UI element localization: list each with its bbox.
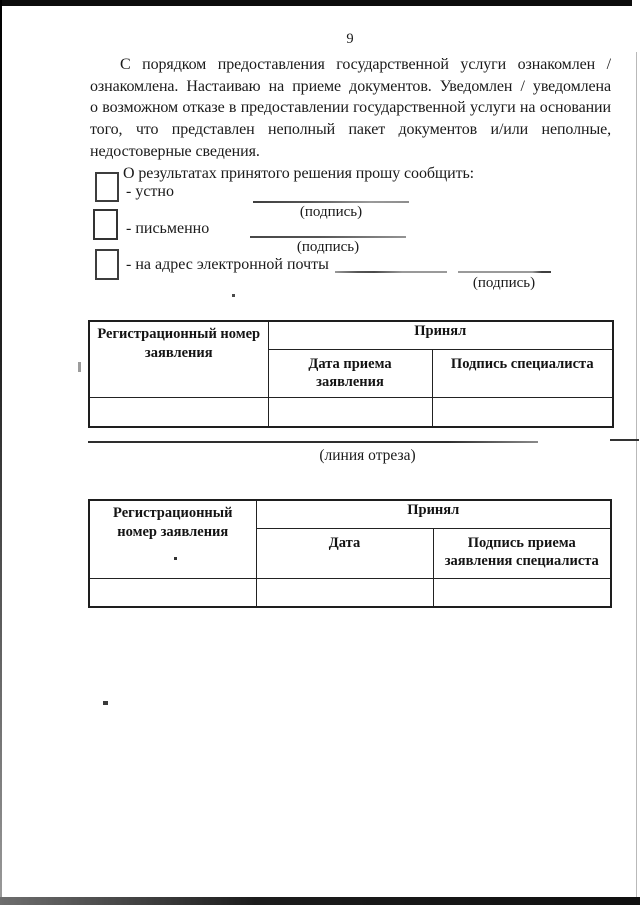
column-header-registration-number: Регистрационный номер заявления bbox=[97, 326, 261, 361]
signature-line-written[interactable] bbox=[250, 236, 406, 238]
scan-edge-right bbox=[636, 52, 637, 898]
column-header-signature: Подпись специалиста bbox=[450, 355, 594, 372]
paragraph-line: того, что представлен неполный пакет док… bbox=[90, 121, 611, 139]
page-number: 9 bbox=[346, 31, 354, 47]
signature-caption: (подпись) bbox=[472, 275, 536, 291]
checkbox-written[interactable] bbox=[93, 209, 118, 240]
registration-table-top: Регистрационный номер заявления Принял Д… bbox=[88, 320, 615, 428]
table-cell-registration-number[interactable] bbox=[88, 396, 269, 428]
registration-table-bottom: Регистрационный номер заявления Принял Д… bbox=[88, 499, 613, 608]
table-cell-signature[interactable] bbox=[432, 577, 612, 608]
column-header-accepted: Принял bbox=[407, 502, 460, 518]
paragraph-line: С порядком предоставления государственно… bbox=[120, 56, 611, 73]
option-label-written: - письменно bbox=[126, 220, 210, 237]
cut-line bbox=[88, 441, 538, 443]
table-cell-signature[interactable] bbox=[431, 396, 614, 428]
scan-speck bbox=[78, 362, 81, 372]
email-address-line[interactable] bbox=[335, 271, 447, 273]
column-header-signature: Подпись приема заявления специалиста bbox=[444, 534, 599, 570]
checkbox-email[interactable] bbox=[95, 249, 119, 280]
notify-request-line: О результатах принятого решения прошу со… bbox=[123, 164, 475, 182]
signature-caption: (подпись) bbox=[296, 239, 360, 255]
signature-caption: (подпись) bbox=[299, 204, 363, 220]
scan-speck bbox=[103, 701, 108, 705]
paragraph-line: недостоверные сведения. bbox=[90, 142, 260, 160]
table-cell-date[interactable] bbox=[267, 396, 433, 428]
option-label-verbal: - устно bbox=[126, 183, 174, 200]
signature-line-verbal[interactable] bbox=[253, 201, 409, 203]
column-header-date: Дата приема заявления bbox=[308, 355, 392, 391]
column-header-date: Дата bbox=[328, 534, 361, 551]
table-cell-date[interactable] bbox=[255, 577, 434, 608]
scan-edge-bottom bbox=[0, 897, 640, 905]
scan-speck bbox=[174, 557, 177, 560]
paragraph-line: о возможном отказе в предоставлении госу… bbox=[90, 99, 611, 117]
option-label-email: - на адрес электронной почты bbox=[126, 256, 329, 273]
cut-line-label: (линия отреза) bbox=[319, 447, 416, 464]
scan-edge-left bbox=[0, 0, 2, 898]
scan-speck bbox=[232, 294, 235, 297]
scan-edge-top bbox=[0, 0, 632, 6]
paragraph-line: ознакомлена. Настаиваю на приеме докумен… bbox=[90, 77, 611, 95]
table-cell-registration-number[interactable] bbox=[88, 577, 257, 608]
column-header-registration-number: Регистрационный номер заявления bbox=[113, 505, 233, 540]
column-header-accepted: Принял bbox=[414, 323, 467, 339]
signature-line-email[interactable] bbox=[458, 271, 551, 273]
checkbox-verbal[interactable] bbox=[95, 172, 119, 202]
cut-line-segment bbox=[610, 439, 639, 441]
consent-paragraph: С порядком предоставления государственно… bbox=[90, 54, 611, 184]
